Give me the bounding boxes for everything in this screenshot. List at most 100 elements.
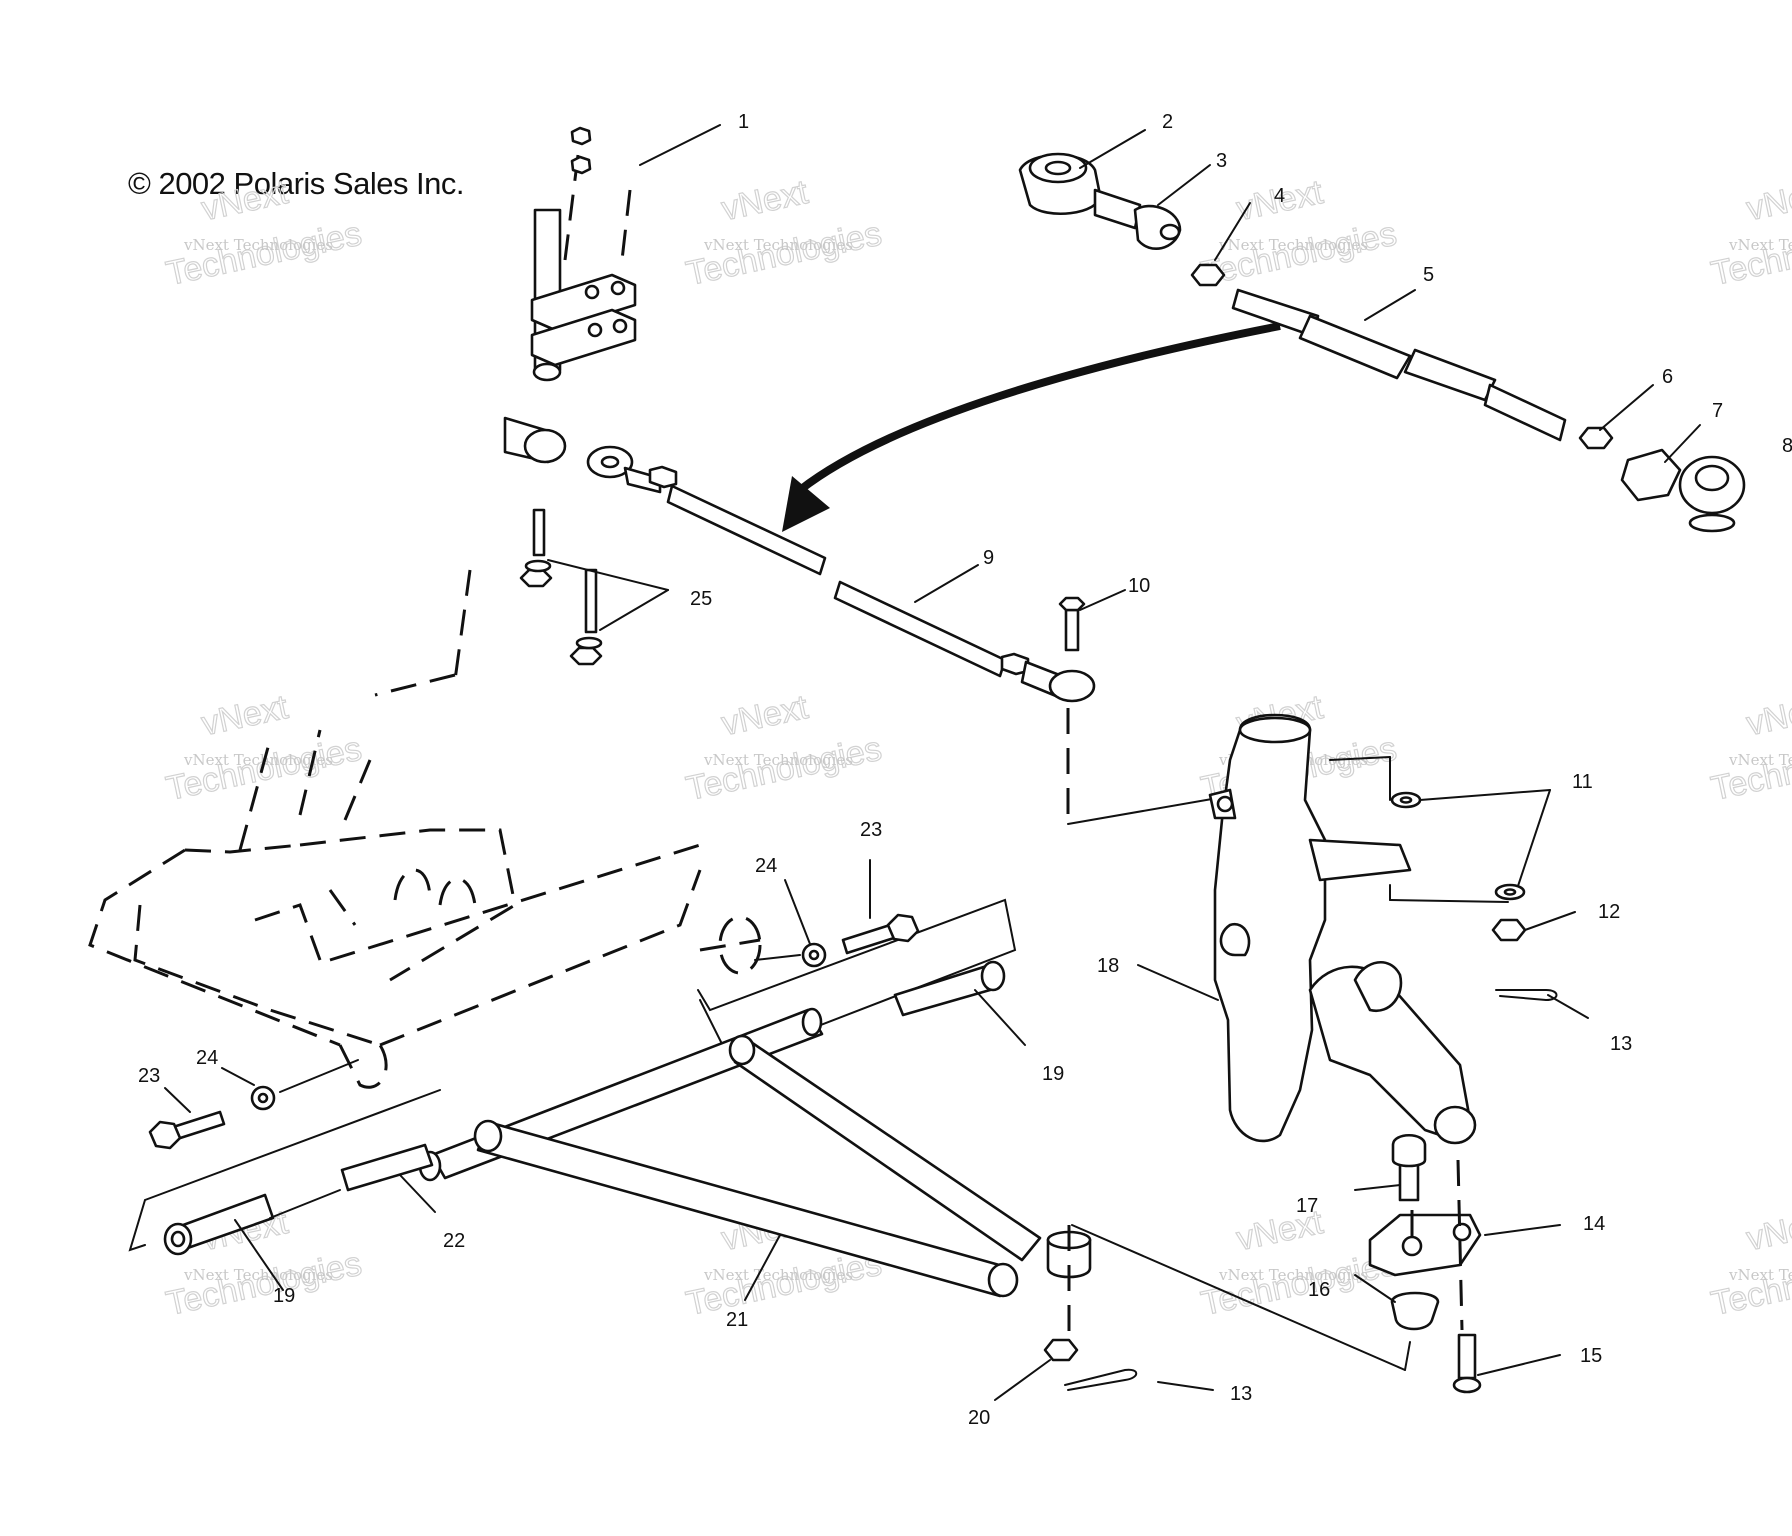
callout-label: 20 — [968, 1407, 990, 1429]
leader-3 — [1157, 164, 1211, 206]
callout-label: 13 — [1230, 1383, 1252, 1405]
watermark: vNext Technologies vNext Technologies — [162, 687, 365, 808]
callout-label: 15 — [1580, 1345, 1602, 1367]
rod-end-part-7 — [1620, 448, 1682, 502]
bolt-part-25 — [532, 508, 546, 557]
leader-5 — [1364, 289, 1416, 321]
watermark: vNext Technologies vNext Technologies — [1707, 1202, 1792, 1323]
pivot-alignment-line — [269, 1189, 341, 1219]
leader-6 — [1599, 384, 1654, 431]
callout-label: 22 — [443, 1230, 465, 1252]
a-arm-mounting-plane — [128, 1089, 441, 1252]
frame-dash — [374, 673, 456, 697]
leader-11 — [1419, 789, 1551, 801]
callout-label: 21 — [726, 1309, 748, 1331]
leader-13b — [1157, 1381, 1214, 1391]
adjuster-tube-part-5 — [1403, 348, 1497, 402]
frame-upright — [238, 729, 372, 851]
leader-14 — [1484, 1224, 1561, 1236]
clamp-hole — [610, 280, 626, 296]
arrow-shaft — [797, 322, 1281, 494]
callout-label: 8 — [1782, 435, 1792, 457]
arrow-head — [782, 476, 830, 532]
callout-label: 7 — [1712, 400, 1723, 422]
leader-17 — [1354, 1184, 1401, 1191]
spindle-top-bore — [1238, 716, 1312, 744]
callout-label: 9 — [983, 547, 994, 569]
callout-label: 6 — [1662, 366, 1673, 388]
bolt-washer — [575, 636, 603, 650]
bolt-head-part-25 — [569, 646, 603, 666]
callout-label: 2 — [1162, 111, 1173, 133]
leader-12 — [1524, 911, 1576, 931]
callout-label: 23 — [860, 819, 882, 841]
rod-end-neck — [1093, 188, 1142, 230]
tie-rod-shaft-right — [833, 580, 1007, 678]
watermark-big-line1: vNext — [198, 688, 291, 743]
leader-10 — [1079, 589, 1126, 611]
watermark: vNext Technologies vNext Technologies — [1707, 172, 1792, 293]
frame-bracket — [299, 828, 517, 982]
tie-rod-inner-eye-hole — [600, 455, 620, 469]
bolt-head-part-23 — [886, 913, 920, 943]
watermark-big-line1: vNext — [1743, 1203, 1792, 1258]
leader-15 — [1477, 1354, 1561, 1376]
callout-label: 19 — [273, 1285, 295, 1307]
a-arm — [128, 898, 1411, 1391]
watermark: vNext Technologies vNext Technologies — [682, 687, 885, 808]
steering-arm-hole — [1216, 795, 1234, 813]
leader-24a — [784, 879, 811, 945]
watermark-small: vNext Technologies — [1728, 1266, 1792, 1284]
leader-9 — [914, 564, 979, 603]
bolt-part-10 — [1064, 608, 1080, 652]
clamp-hole — [584, 284, 600, 300]
watermark-small: vNext Technologies — [703, 751, 853, 769]
watermark-small: vNext Technologies — [703, 1266, 853, 1284]
plate-hole — [1452, 1222, 1472, 1242]
frame-rail — [379, 869, 702, 1047]
rod-end-eye-hole — [1044, 160, 1072, 176]
callout-label: 24 — [755, 855, 777, 877]
rod-end-boot — [1694, 464, 1730, 492]
steering-clamp-upper — [530, 273, 637, 332]
washer-leader — [1329, 756, 1391, 761]
frame-mount — [338, 1044, 388, 1089]
leader-25 — [547, 559, 669, 591]
pivot-tube-end — [980, 960, 1006, 992]
frame-rail — [329, 843, 701, 962]
callout-labels: 1 2 3 4 5 6 7 8 9 10 11 12 13 13 14 15 1… — [138, 111, 1792, 1429]
watermark-big-line1: vNext — [718, 173, 811, 228]
a-arm-bushing-end — [801, 1007, 823, 1037]
leader-21 — [744, 1234, 781, 1301]
tie-rod-jam-nut — [648, 465, 678, 489]
callout-label: 13 — [1610, 1033, 1632, 1055]
callout-label: 1 — [738, 111, 749, 133]
bolt-part-23 — [841, 923, 896, 955]
callout-label: 25 — [690, 588, 712, 610]
spindle-hub — [1353, 960, 1403, 1013]
lock-nut-part-1 — [570, 126, 592, 146]
frame-arch — [393, 868, 477, 906]
bolt-alignment-line — [754, 954, 801, 961]
screw-part-15 — [1457, 1333, 1477, 1380]
adjuster-tube-part-5 — [1298, 314, 1412, 380]
washer-leader — [1389, 899, 1509, 903]
watermark-small: vNext Technologies — [1728, 236, 1792, 254]
castle-nut-part-12 — [1491, 918, 1527, 942]
leader-24b — [221, 1067, 255, 1086]
steering-arm-bracket — [1308, 838, 1412, 882]
leader-4 — [1214, 202, 1251, 261]
ball-joint-leader — [1071, 1224, 1406, 1371]
callout-label: 12 — [1598, 901, 1620, 923]
washer-hole — [1399, 796, 1413, 804]
callout-label: 19 — [1042, 1063, 1064, 1085]
bolt-head-part-10 — [1058, 596, 1086, 612]
screw-head-part-15 — [1452, 1376, 1482, 1394]
callout-label: 11 — [1572, 771, 1593, 793]
callout-label: 5 — [1423, 264, 1434, 286]
frame-phantom — [88, 729, 762, 1089]
jam-nut-part-4 — [1190, 263, 1226, 287]
a-arm-tube-end — [473, 1119, 503, 1153]
callout-label: 18 — [1097, 955, 1119, 977]
